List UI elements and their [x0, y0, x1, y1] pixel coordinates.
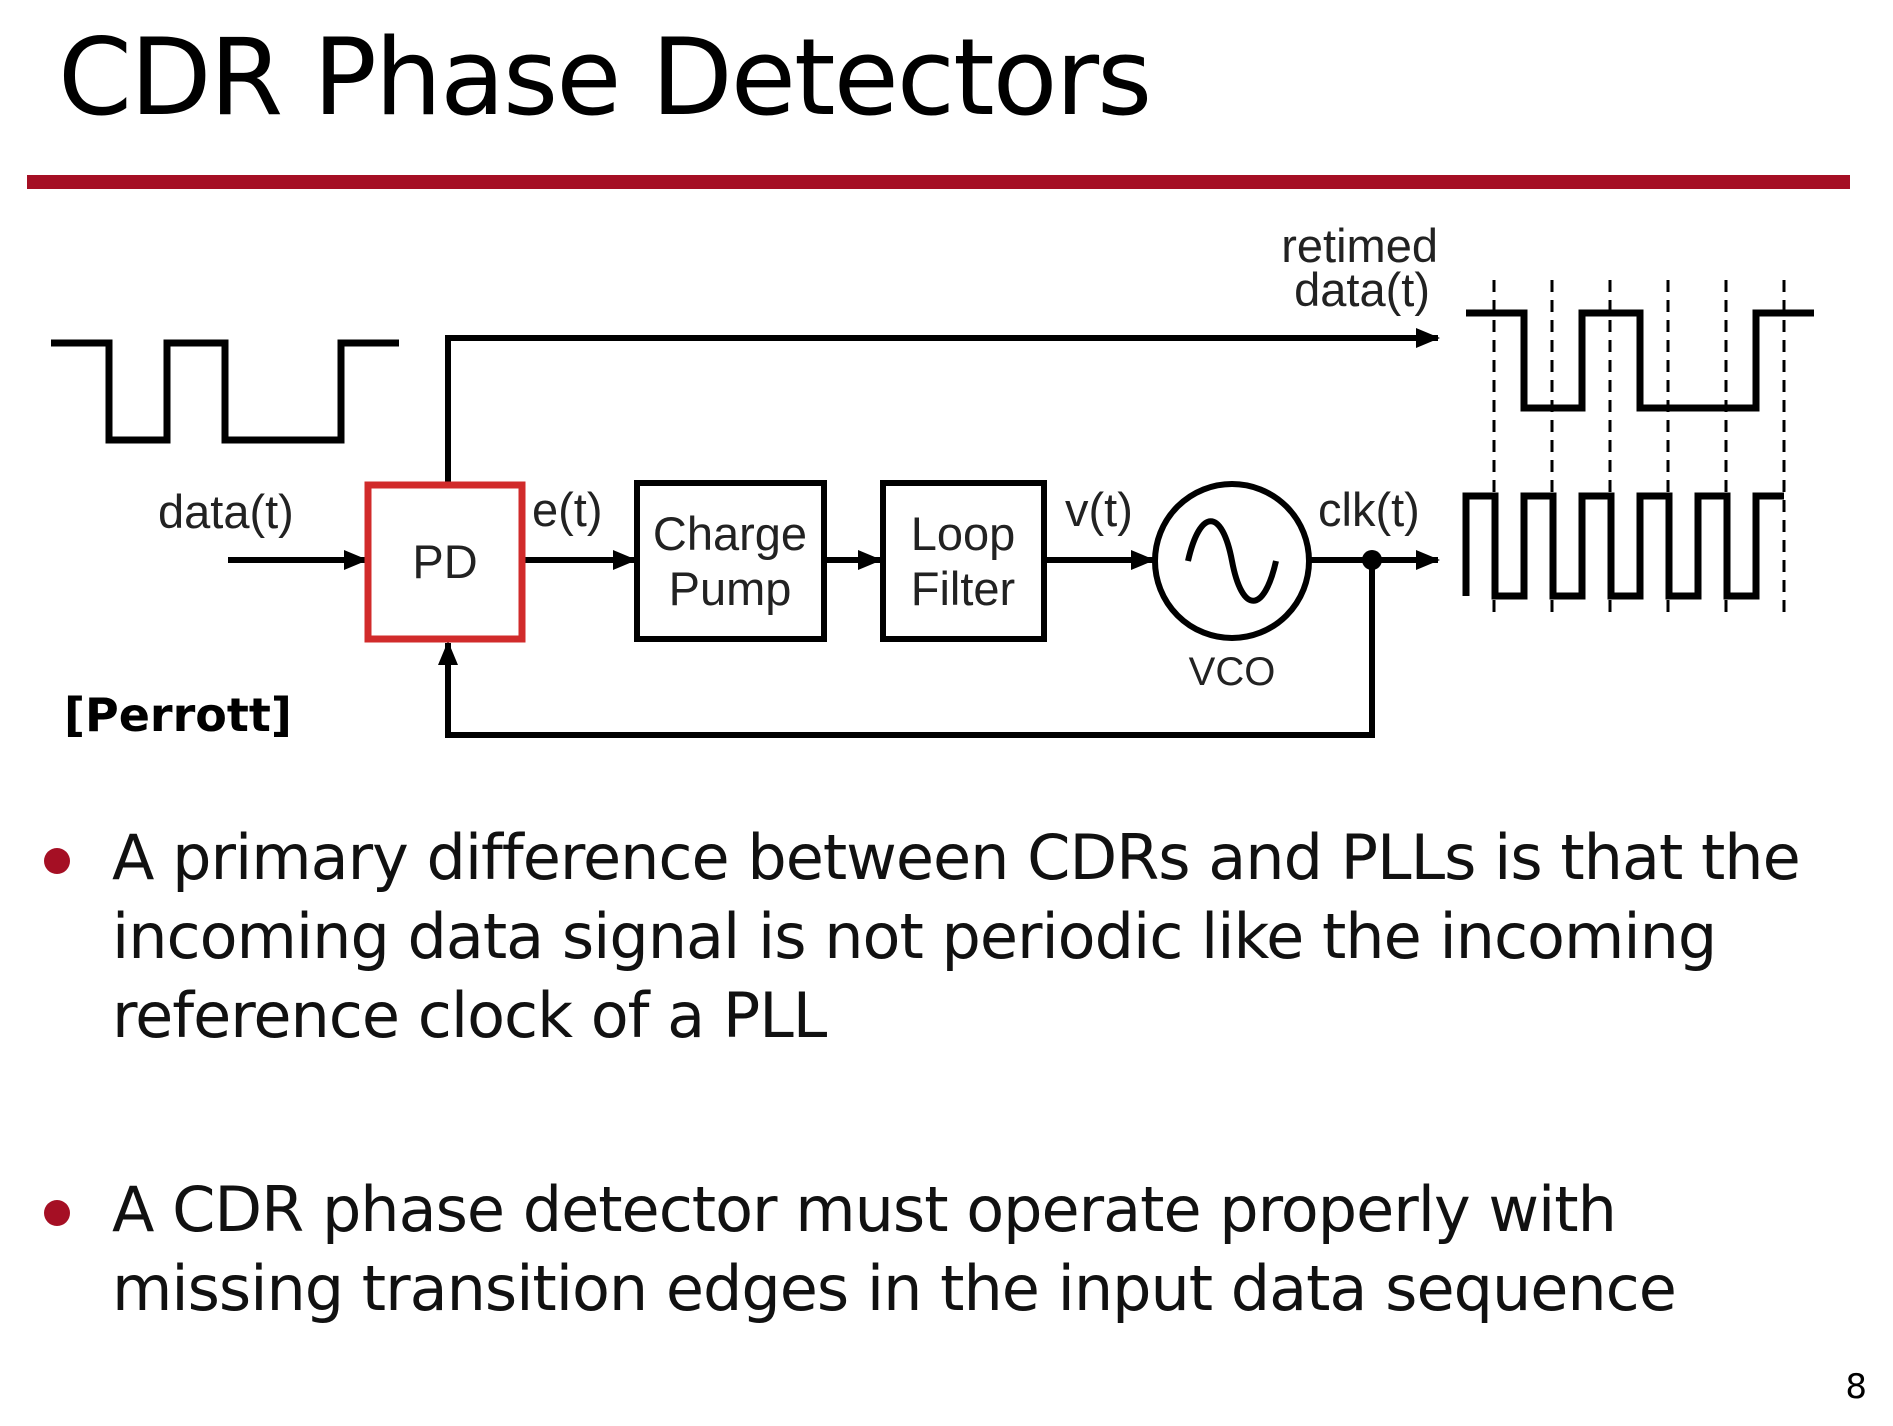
retimed-data-waveform: [1466, 309, 1814, 412]
retimed-label-1: retimed: [1281, 219, 1438, 272]
charge-pump-label-1: Charge: [653, 507, 807, 560]
cdr-block-diagram: PD Charge Pump Loop Filter VCO data(t) e…: [51, 219, 1814, 738]
data-in-label: data(t): [158, 485, 294, 538]
charge-pump-label-2: Pump: [669, 562, 792, 615]
citation: [Perrott]: [64, 688, 292, 742]
clk-label: clk(t): [1318, 483, 1420, 536]
wire-feedback: [438, 560, 1375, 738]
title-divider: [27, 175, 1850, 189]
bullet-dot: [44, 1200, 70, 1226]
pd-block-label: PD: [412, 535, 477, 588]
pd-block: [364, 481, 526, 643]
wire-retimed: [445, 328, 1440, 483]
input-data-waveform: [51, 339, 399, 444]
page-number: 8: [1845, 1367, 1867, 1407]
retimed-label-2: data(t): [1294, 263, 1430, 316]
bullet-text: A primary difference between CDRs and PL…: [112, 821, 1801, 1052]
bullet-text: A CDR phase detector must operate proper…: [112, 1173, 1677, 1325]
voltage-label: v(t): [1065, 483, 1133, 536]
loop-filter-block: [880, 480, 1047, 642]
junction-dot: [1362, 550, 1382, 570]
vco-label: VCO: [1189, 650, 1276, 694]
clock-waveform: [1462, 492, 1784, 600]
sine-icon: [1185, 518, 1279, 604]
loop-filter-label-2: Filter: [911, 562, 1015, 615]
slide-title: CDR Phase Detectors: [58, 16, 1152, 139]
charge-pump-block: [634, 480, 827, 642]
bullet-dot: [44, 848, 70, 874]
error-label: e(t): [532, 483, 603, 536]
loop-filter-label-1: Loop: [911, 507, 1016, 560]
